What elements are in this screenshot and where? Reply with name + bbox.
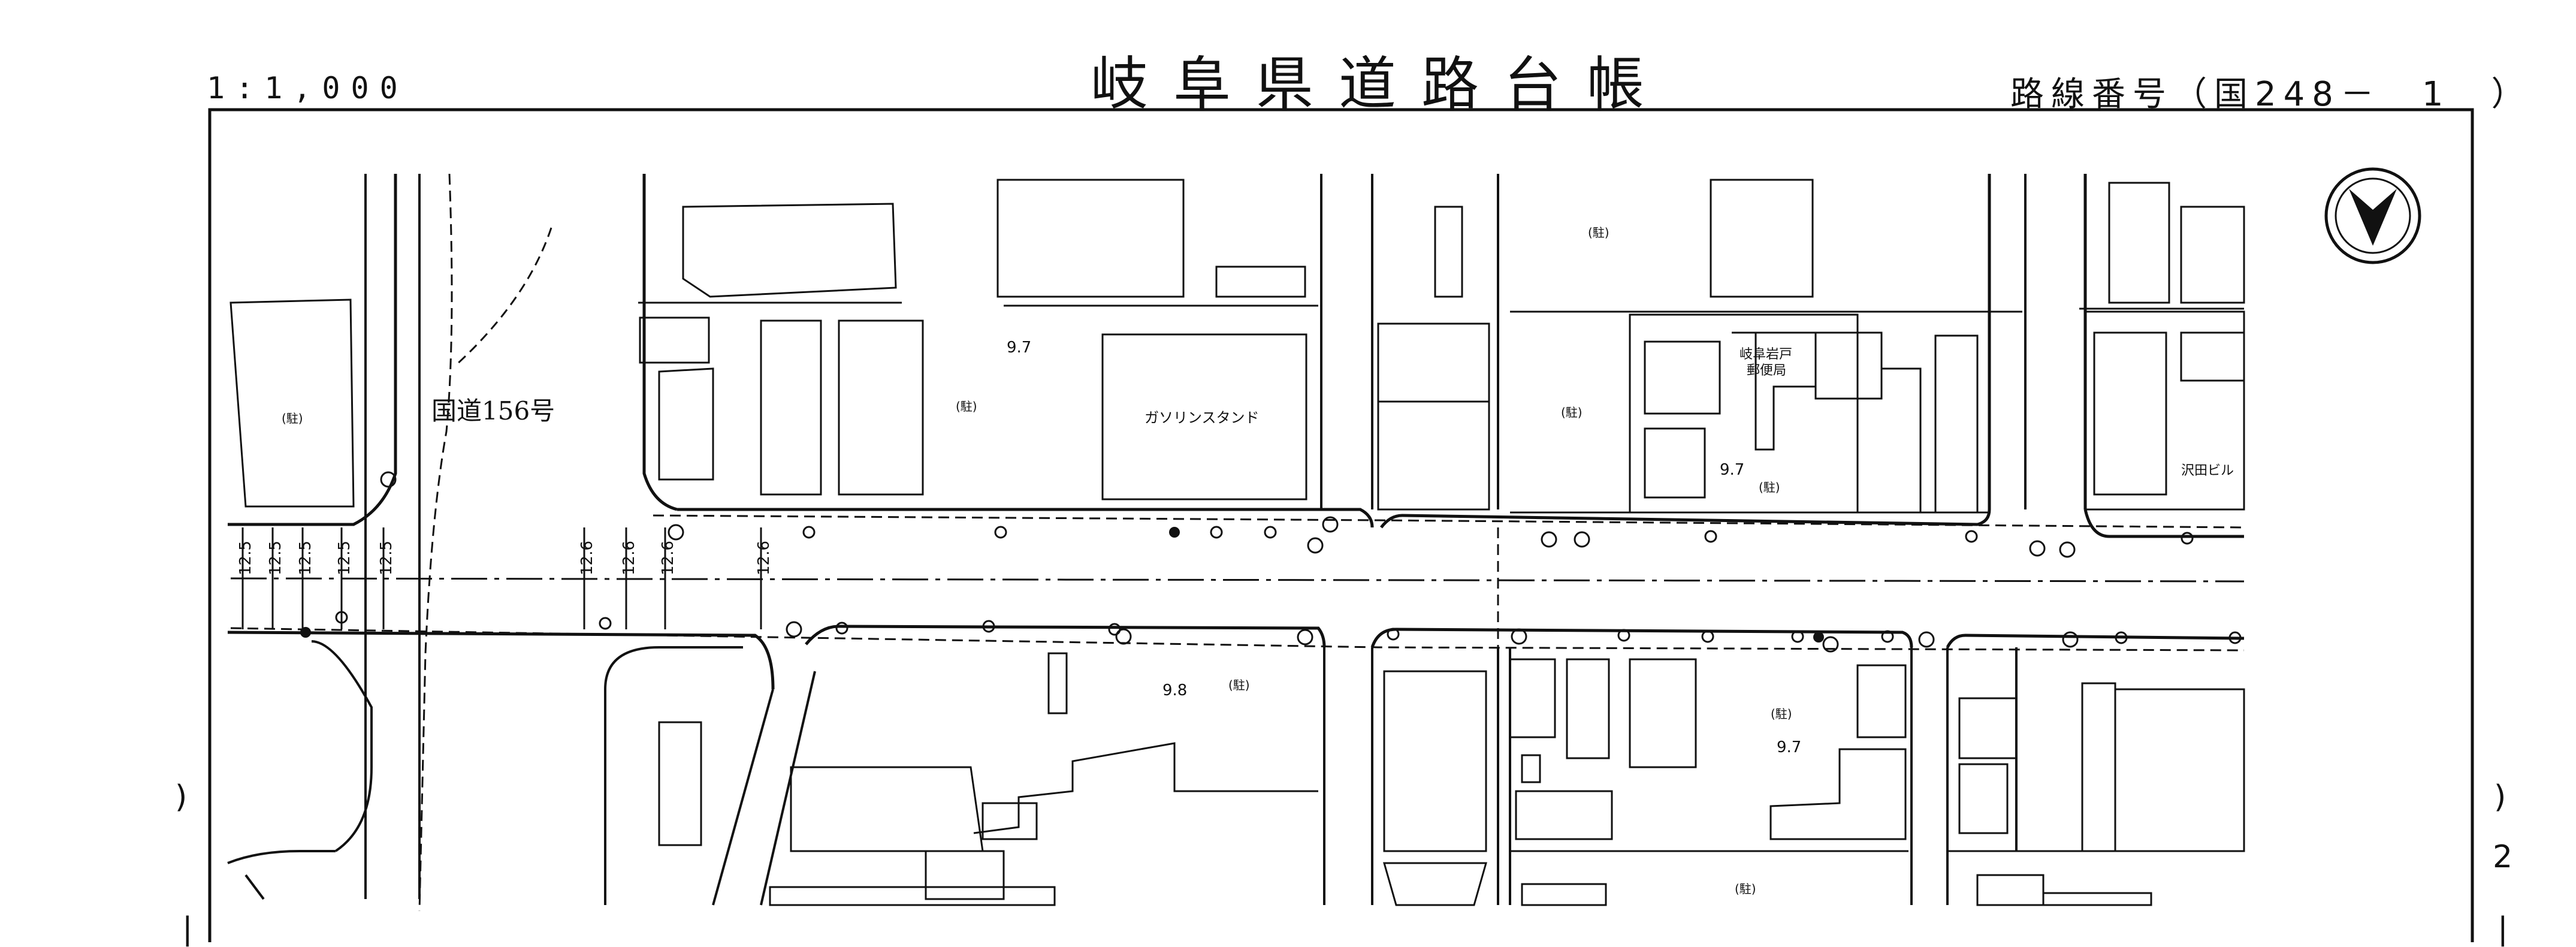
elevation-label: 9.8: [1162, 681, 1187, 699]
gas-station-label: ガソリンスタンド: [1144, 409, 1260, 426]
road-label-route-156: 国道156号: [431, 396, 555, 426]
width-label: 12.6: [620, 541, 638, 575]
parking-label: (駐): [1735, 882, 1756, 896]
sheet-page-number: 2: [2493, 839, 2513, 875]
telephone-markers: [380, 471, 2079, 653]
road-curb-dashed: [230, 173, 2245, 912]
map-frame: [208, 108, 2474, 942]
width-label: 12.6: [659, 541, 677, 575]
cross-roads: [227, 174, 2027, 906]
page-title: 岐阜県道路台帳: [1091, 50, 1669, 117]
parking-label: (駐): [1228, 678, 1250, 692]
elevation-label: 9.7: [1720, 461, 1744, 479]
parking-labels: (駐) (駐) (駐) (駐) (駐) (駐) (駐) (駐): [282, 225, 1792, 896]
parking-label: (駐): [282, 411, 303, 426]
parking-label: (駐): [1771, 707, 1792, 721]
width-label: 12.5: [297, 541, 315, 575]
map-scale: 1:1,000: [207, 71, 409, 105]
right-margin-paren: ): [2494, 779, 2506, 815]
road-centre-line: [230, 577, 2245, 583]
left-margin-bar: |: [182, 911, 193, 947]
post-office-label-line2: 郵便局: [1747, 363, 1786, 378]
width-label: 12.6: [578, 541, 596, 575]
street-furniture-filled: [300, 527, 1824, 643]
width-label: 12.6: [755, 541, 773, 575]
post-office-label-line1: 岐阜岩戸: [1740, 347, 1792, 362]
parking-label: (駐): [1759, 480, 1780, 494]
route-number: 路線番号（国248－ 1 ）: [2010, 75, 2532, 114]
parking-label: (駐): [956, 399, 977, 414]
elevation-label: 9.7: [1007, 339, 1031, 357]
width-label: 12.5: [267, 541, 285, 575]
parking-label: (駐): [1561, 405, 1583, 420]
route-156-branch: [454, 227, 552, 367]
elevation-label: 9.7: [1777, 738, 1801, 756]
right-margin-bar: |: [2498, 911, 2508, 947]
buildings-south: [658, 652, 2245, 906]
width-label: 12.5: [336, 541, 354, 575]
width-label: 12.5: [237, 541, 255, 575]
width-label: 12.5: [378, 541, 395, 575]
main-road-edges: [227, 174, 2245, 690]
parking-label: (駐): [1588, 225, 1609, 240]
north-arrow-icon: [2324, 167, 2421, 264]
elevation-labels: 9.7 9.7 9.8 9.7: [1007, 339, 1801, 756]
street-furniture: [335, 526, 2242, 644]
buildings: [229, 179, 2245, 514]
width-labels: 12.5 12.5 12.5 12.5 12.5 12.6 12.6 12.6 …: [237, 541, 773, 575]
building-label-sawada: 沢田ビル: [2181, 463, 2234, 478]
left-margin-paren: ): [175, 779, 188, 815]
